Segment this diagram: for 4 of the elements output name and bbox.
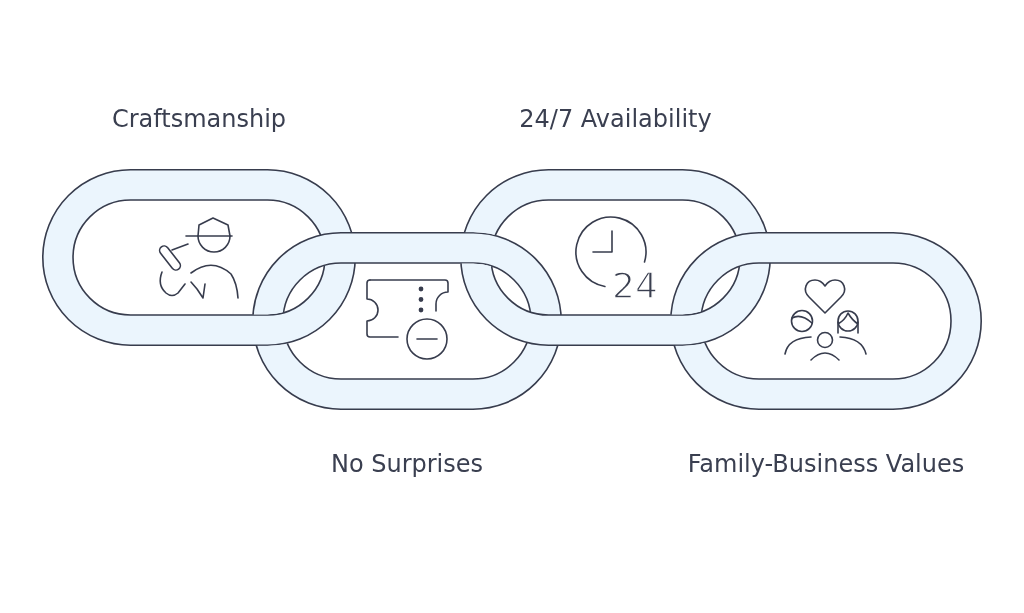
link-title: 24/7 Availability — [519, 104, 712, 134]
link-title: Craftsmanship — [111, 104, 287, 134]
link-title: No Surprises — [330, 449, 484, 479]
link-title: Family-Business Values — [687, 449, 965, 479]
